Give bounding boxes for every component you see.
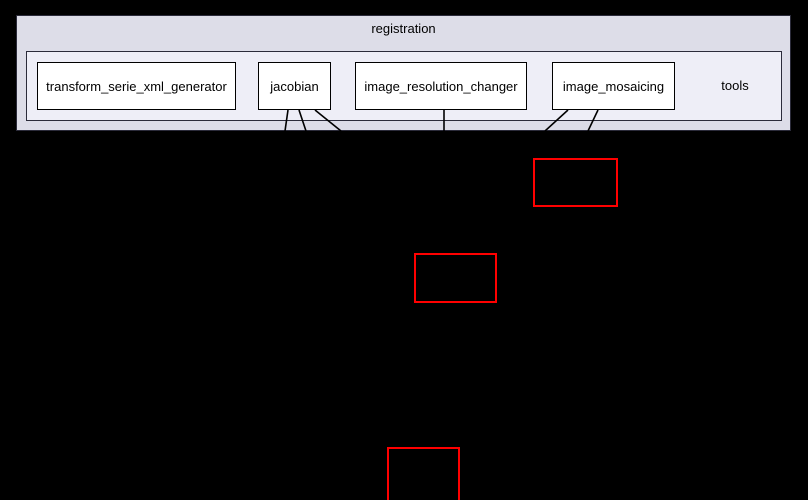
highlight-box-1[interactable] xyxy=(533,158,618,207)
node-jacobian[interactable]: jacobian xyxy=(258,62,331,110)
node-transform-serie-xml-generator[interactable]: transform_serie_xml_generator xyxy=(37,62,236,110)
highlight-box-2[interactable] xyxy=(414,253,497,303)
node-image-resolution-changer[interactable]: image_resolution_changer xyxy=(355,62,527,110)
cluster-registration-label: registration xyxy=(371,21,436,36)
highlight-box-3[interactable] xyxy=(387,447,460,500)
node-image-mosaicing[interactable]: image_mosaicing xyxy=(552,62,675,110)
cluster-tools-label: tools xyxy=(721,78,749,93)
